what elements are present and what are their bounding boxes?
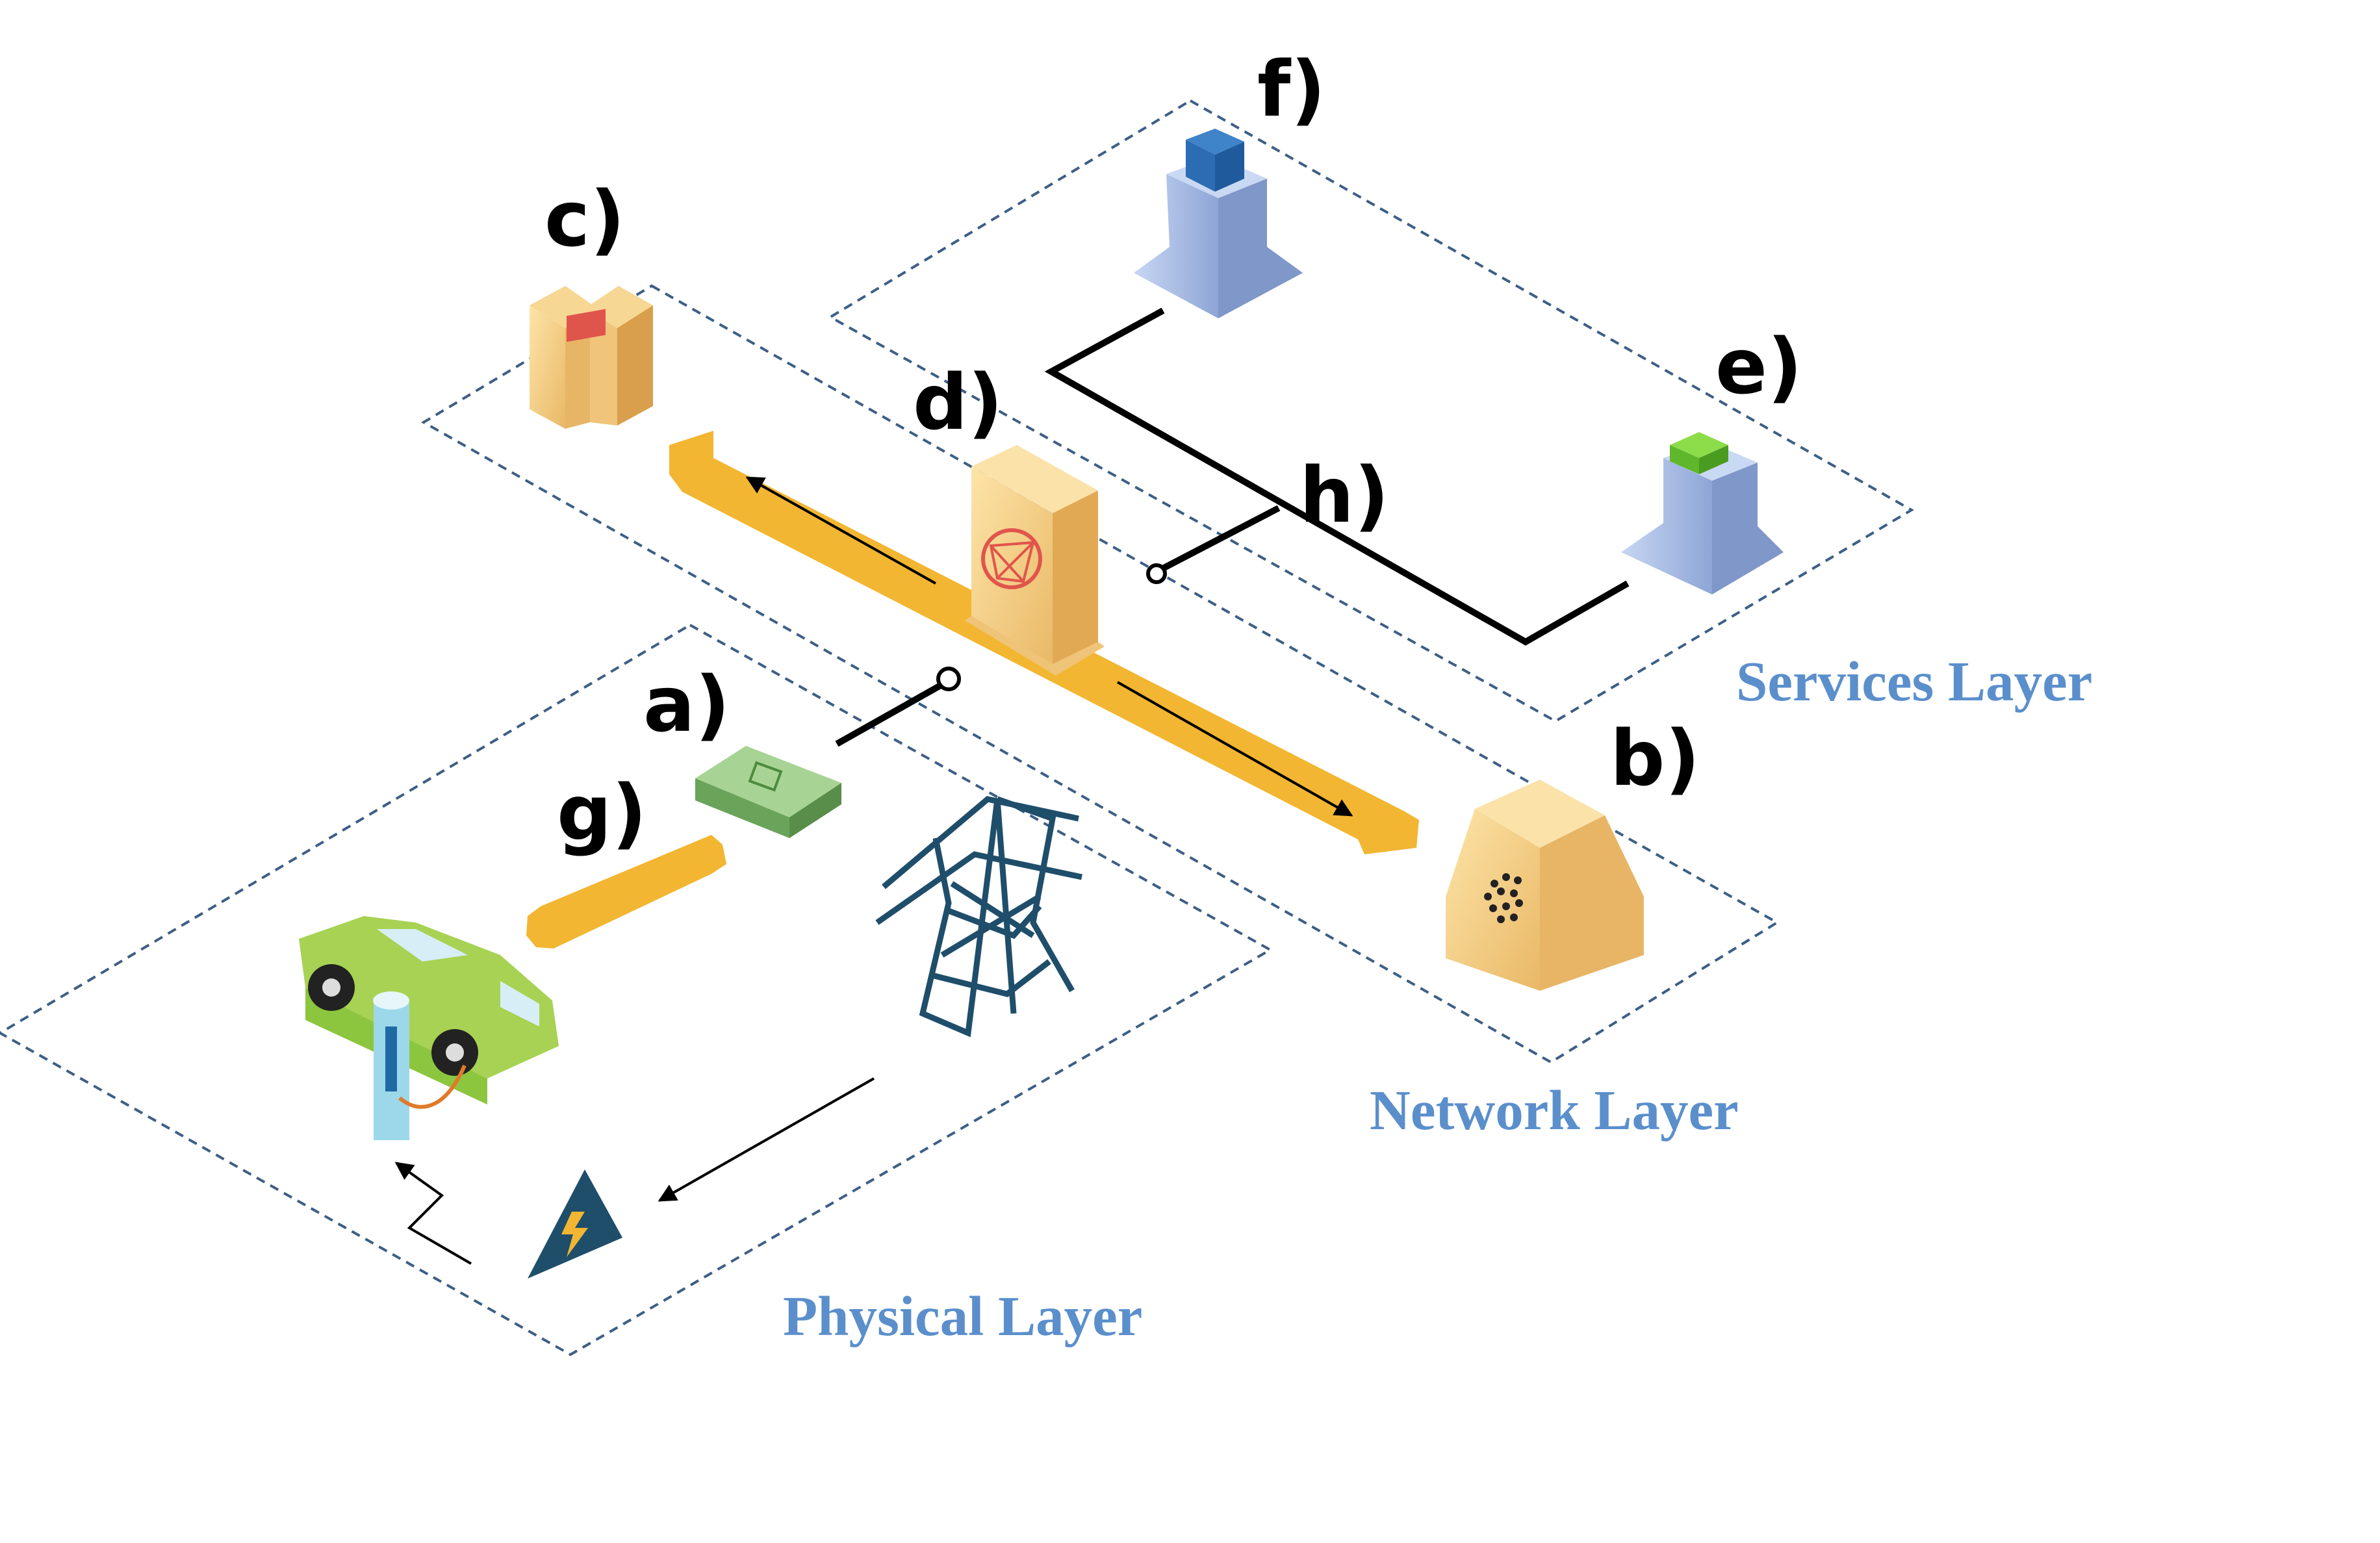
power-tower-icon bbox=[875, 796, 1082, 1038]
label-a: a) bbox=[643, 659, 730, 749]
charging-station-icon bbox=[373, 991, 467, 1140]
network-layer-boundary bbox=[421, 284, 1780, 1064]
vehicle-link-arrow bbox=[526, 835, 726, 949]
services-layer-label: Services Layer bbox=[1736, 650, 2092, 713]
electric-car-icon bbox=[299, 916, 559, 1104]
label-e: e) bbox=[1715, 322, 1802, 411]
network-layer-label: Network Layer bbox=[1370, 1078, 1739, 1141]
label-c: c) bbox=[544, 174, 625, 264]
services-layer-boundary bbox=[828, 99, 1914, 723]
coordinator-node-icon bbox=[965, 445, 1105, 676]
label-g: g) bbox=[557, 768, 646, 858]
power-flow-arrow bbox=[658, 1077, 875, 1202]
supply-flow-arrow bbox=[394, 1162, 472, 1265]
physical-layer-label: Physical Layer bbox=[783, 1284, 1142, 1347]
services-wiring bbox=[835, 307, 1630, 747]
wallet-node-icon bbox=[530, 286, 653, 429]
service-node-icon-f bbox=[1134, 129, 1303, 318]
high-voltage-icon bbox=[528, 1169, 622, 1279]
label-d: d) bbox=[913, 357, 1003, 447]
physical-layer-boundary bbox=[0, 623, 1273, 1357]
label-b: b) bbox=[1610, 713, 1700, 803]
label-f: f) bbox=[1257, 44, 1325, 134]
iot-module-icon bbox=[695, 746, 841, 838]
label-h: h) bbox=[1299, 450, 1389, 540]
service-node-icon-e bbox=[1621, 432, 1784, 594]
network-node-icon bbox=[1446, 780, 1644, 991]
